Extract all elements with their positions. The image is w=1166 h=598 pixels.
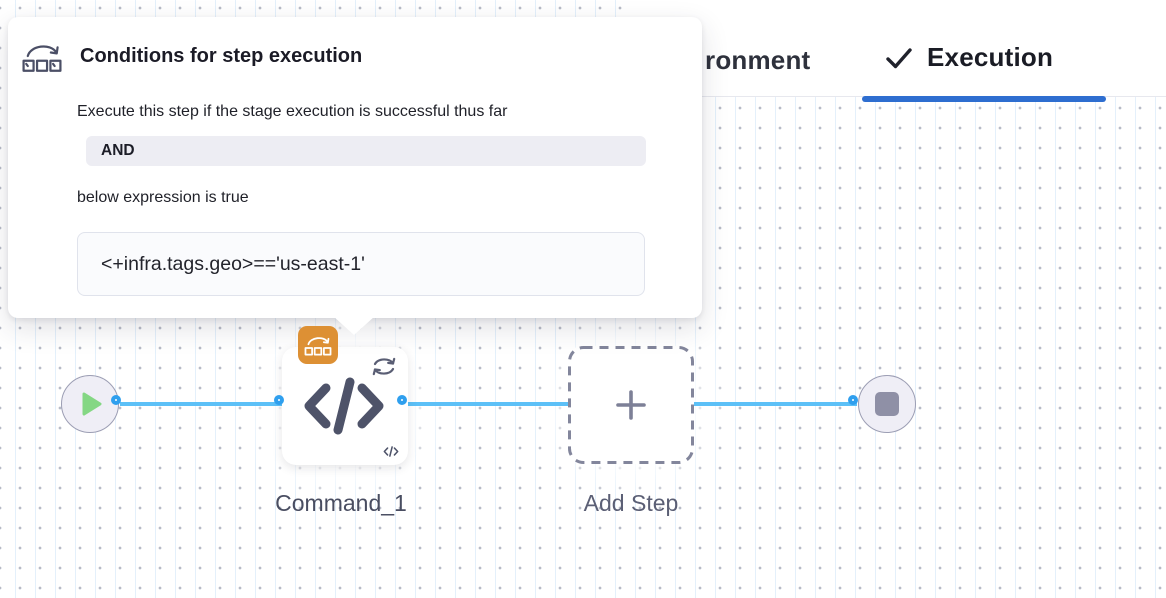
- pipeline-start-node: [61, 375, 119, 433]
- code-icon: [304, 377, 384, 435]
- pipeline-edge: [120, 402, 283, 406]
- tab-bar: ronment Execution: [630, 0, 1166, 97]
- pipeline-edge: [694, 402, 857, 406]
- tab-execution[interactable]: Execution: [885, 42, 1053, 73]
- step-label-command-1: Command_1: [275, 490, 407, 516]
- conditional-execution-icon: [22, 45, 62, 72]
- active-tab-underline: [862, 96, 1106, 102]
- tab-execution-label: Execution: [927, 42, 1054, 72]
- loop-icon[interactable]: [369, 353, 399, 380]
- connector-port[interactable]: [274, 395, 284, 405]
- connector-port[interactable]: [397, 395, 407, 405]
- conditional-execution-badge[interactable]: [298, 326, 338, 364]
- stop-icon: [875, 392, 899, 416]
- operator-chip: AND: [86, 136, 646, 166]
- add-step-button[interactable]: [568, 346, 694, 464]
- tab-environment[interactable]: ronment: [705, 45, 811, 75]
- expression-intro: below expression is true: [77, 189, 249, 206]
- connector-port[interactable]: [848, 395, 858, 405]
- popover-description: Execute this step if the stage execution…: [77, 103, 508, 120]
- step-label-add-step: Add Step: [583, 490, 679, 516]
- step-node-command-1[interactable]: [282, 347, 408, 465]
- checkmark-icon: [886, 47, 912, 68]
- conditions-popover: Conditions for step execution Execute th…: [8, 17, 702, 335]
- popover-caret: [333, 316, 375, 335]
- expression-value: <+infra.tags.geo>=='us-east-1': [77, 232, 645, 296]
- conditional-execution-badge-icon: [304, 337, 332, 356]
- play-icon: [82, 392, 102, 416]
- popover-title: Conditions for step execution: [80, 44, 363, 67]
- code-mini-icon: [383, 446, 399, 457]
- connector-port[interactable]: [111, 395, 121, 405]
- pipeline-edge: [406, 402, 569, 406]
- pipeline-end-node: [858, 375, 916, 433]
- plus-icon: [616, 390, 646, 420]
- dashed-border: [568, 346, 694, 464]
